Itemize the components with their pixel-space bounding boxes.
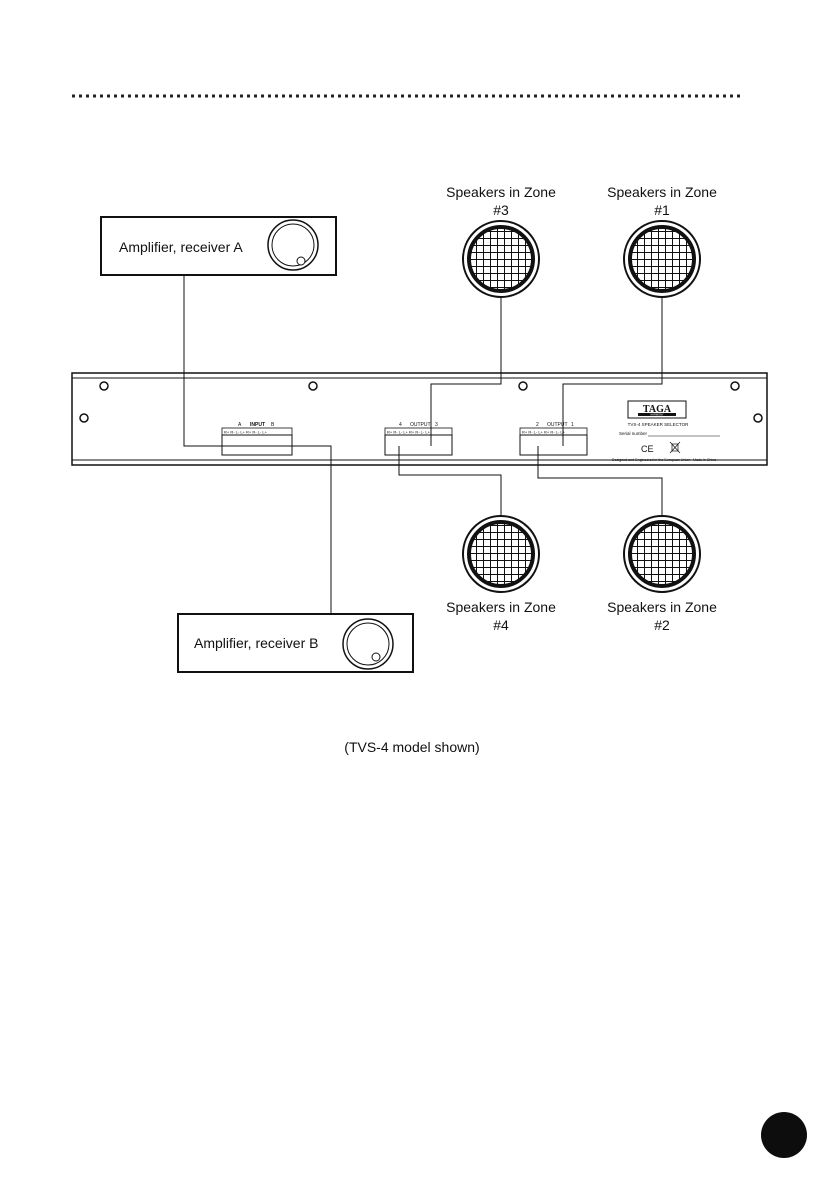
input-a-label: A bbox=[238, 422, 242, 428]
figure-caption: (TVS-4 model shown) bbox=[344, 739, 479, 755]
zone1-label-line2: #1 bbox=[654, 202, 670, 218]
output-4-label: 4 bbox=[399, 422, 402, 428]
wire-zone1 bbox=[562, 297, 663, 446]
screw-hole bbox=[99, 381, 109, 391]
amplifier-a: Amplifier, receiver A bbox=[100, 216, 337, 276]
speaker-zone1-icon bbox=[623, 220, 701, 298]
output-right-title: OUTPUT bbox=[547, 422, 568, 428]
rear-panel: A INPUT B R+ R- L- L+ R+ R- L- L+ 4 OUTP… bbox=[71, 372, 768, 466]
screw-hole bbox=[753, 413, 763, 423]
input-terminal-block: A INPUT B R+ R- L- L+ R+ R- L- L+ bbox=[221, 422, 293, 456]
wires bbox=[183, 275, 663, 614]
speaker-zone4-icon bbox=[462, 515, 540, 593]
speaker-zone3-icon bbox=[462, 220, 540, 298]
zone3-label-line2: #3 bbox=[493, 202, 509, 218]
input-b-label: B bbox=[271, 422, 275, 428]
output-2-label: 2 bbox=[536, 422, 539, 428]
designed-text: Designed and Engineered in the European … bbox=[612, 458, 690, 462]
input-title: INPUT bbox=[250, 422, 265, 428]
zone3-label-line1: Speakers in Zone bbox=[446, 184, 556, 200]
speaker-zone2-icon bbox=[623, 515, 701, 593]
output-left-terminal-row: R+ R- L- L+ R+ R- L- L+ bbox=[387, 430, 431, 435]
ce-mark-icon: CE bbox=[641, 444, 654, 454]
amplifier-a-label: Amplifier, receiver A bbox=[119, 239, 243, 255]
wire-zone2 bbox=[537, 446, 663, 516]
label-plate: TAGA HARMONY TVS-4 SPEAKER SELECTOR Seri… bbox=[612, 400, 720, 462]
brand-sub: HARMONY bbox=[650, 413, 664, 417]
made-in-text: Made in China bbox=[693, 458, 716, 462]
zone2-label-line1: Speakers in Zone bbox=[607, 599, 717, 615]
output-terminal-block-4-3: 4 OUTPUT 3 R+ R- L- L+ R+ R- L- L+ bbox=[384, 422, 453, 456]
output-1-label: 1 bbox=[571, 422, 574, 428]
screw-hole bbox=[518, 381, 528, 391]
amplifier-b-label: Amplifier, receiver B bbox=[194, 635, 318, 651]
zone4-label-line2: #4 bbox=[493, 617, 509, 633]
wire-zone3 bbox=[430, 297, 502, 446]
volume-knob-icon bbox=[342, 618, 394, 670]
wire-amp-a bbox=[183, 275, 263, 447]
zone1-label-line1: Speakers in Zone bbox=[607, 184, 717, 200]
wire-zone4 bbox=[398, 446, 502, 516]
weee-bin-icon: X bbox=[669, 441, 681, 454]
page-number-badge bbox=[761, 1112, 807, 1158]
screw-hole bbox=[308, 381, 318, 391]
amplifier-b: Amplifier, receiver B bbox=[177, 613, 414, 673]
volume-knob-icon bbox=[267, 219, 319, 271]
zone4-label-line1: Speakers in Zone bbox=[446, 599, 556, 615]
output-right-terminal-row: R+ R- L- L+ R+ R- L- L+ bbox=[522, 430, 566, 435]
model-label: TVS-4 SPEAKER SELECTOR bbox=[628, 422, 689, 427]
output-3-label: 3 bbox=[435, 422, 438, 428]
input-terminal-row: R+ R- L- L+ R+ R- L- L+ bbox=[224, 430, 268, 435]
screw-hole bbox=[79, 413, 89, 423]
output-terminal-block-2-1: 2 OUTPUT 1 R+ R- L- L+ R+ R- L- L+ bbox=[519, 422, 588, 456]
wire-amp-b bbox=[263, 445, 332, 614]
output-left-title: OUTPUT bbox=[410, 422, 431, 428]
screw-hole bbox=[730, 381, 740, 391]
brand-logo: TAGA bbox=[643, 404, 672, 415]
serial-label: Serial number bbox=[619, 431, 648, 436]
zone2-label-line2: #2 bbox=[654, 617, 670, 633]
